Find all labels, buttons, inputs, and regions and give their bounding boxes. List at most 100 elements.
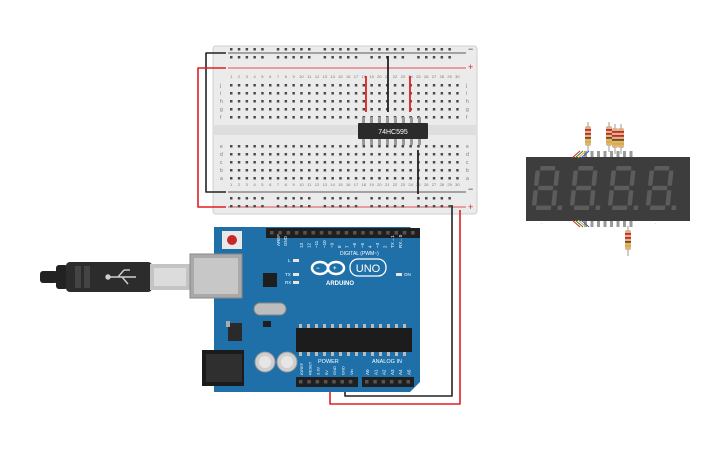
rail-hole[interactable] bbox=[230, 56, 233, 59]
breadboard-hole[interactable] bbox=[378, 177, 381, 180]
breadboard-hole[interactable] bbox=[315, 84, 319, 87]
rail-hole[interactable] bbox=[230, 197, 233, 200]
breadboard-hole[interactable] bbox=[245, 92, 249, 95]
breadboard-hole[interactable] bbox=[300, 92, 303, 95]
breadboard-hole[interactable] bbox=[401, 100, 405, 103]
breadboard-hole[interactable] bbox=[347, 153, 350, 156]
breadboard-hole[interactable] bbox=[456, 116, 459, 119]
breadboard-hole[interactable] bbox=[300, 100, 303, 103]
breadboard-hole[interactable] bbox=[347, 100, 350, 103]
rail-hole[interactable] bbox=[354, 205, 358, 208]
display-pin[interactable] bbox=[590, 221, 594, 227]
breadboard-hole[interactable] bbox=[284, 169, 288, 172]
breadboard-hole[interactable] bbox=[292, 116, 295, 119]
rail-hole[interactable] bbox=[339, 48, 342, 51]
breadboard-hole[interactable] bbox=[440, 145, 444, 148]
breadboard-hole[interactable] bbox=[261, 169, 264, 172]
breadboard-hole[interactable] bbox=[245, 108, 249, 111]
breadboard-hole[interactable] bbox=[448, 92, 451, 95]
breadboard-hole[interactable] bbox=[432, 92, 436, 95]
rail-hole[interactable] bbox=[284, 197, 288, 200]
rail-hole[interactable] bbox=[261, 205, 264, 208]
breadboard-hole[interactable] bbox=[237, 161, 241, 164]
breadboard-hole[interactable] bbox=[230, 92, 233, 95]
breadboard-hole[interactable] bbox=[354, 169, 358, 172]
breadboard-hole[interactable] bbox=[276, 177, 280, 180]
rail-hole[interactable] bbox=[237, 205, 241, 208]
breadboard-hole[interactable] bbox=[284, 177, 288, 180]
breadboard-hole[interactable] bbox=[362, 169, 366, 172]
rail-hole[interactable] bbox=[284, 205, 288, 208]
header-pin[interactable] bbox=[336, 231, 340, 235]
breadboard-hole[interactable] bbox=[448, 177, 451, 180]
breadboard-hole[interactable] bbox=[230, 161, 233, 164]
rail-hole[interactable] bbox=[347, 197, 350, 200]
breadboard-hole[interactable] bbox=[292, 169, 295, 172]
rail-hole[interactable] bbox=[354, 48, 358, 51]
display-pin[interactable] bbox=[616, 221, 620, 227]
rail-hole[interactable] bbox=[292, 205, 295, 208]
rail-hole[interactable] bbox=[425, 48, 428, 51]
display-pin[interactable] bbox=[610, 221, 613, 227]
breadboard-hole[interactable] bbox=[354, 161, 358, 164]
breadboard-hole[interactable] bbox=[448, 153, 451, 156]
breadboard-hole[interactable] bbox=[347, 116, 350, 119]
shift-register-chip[interactable]: 74HC595 bbox=[358, 117, 428, 145]
usb-cable[interactable] bbox=[40, 262, 190, 292]
rail-hole[interactable] bbox=[253, 205, 256, 208]
breadboard-hole[interactable] bbox=[331, 100, 334, 103]
breadboard-hole[interactable] bbox=[300, 145, 303, 148]
breadboard-hole[interactable] bbox=[331, 153, 334, 156]
breadboard-hole[interactable] bbox=[362, 84, 366, 87]
breadboard-hole[interactable] bbox=[401, 153, 405, 156]
rail-hole[interactable] bbox=[370, 205, 373, 208]
header-pin[interactable] bbox=[319, 231, 324, 235]
rail-hole[interactable] bbox=[261, 56, 264, 59]
breadboard-hole[interactable] bbox=[401, 161, 405, 164]
rail-hole[interactable] bbox=[245, 48, 249, 51]
breadboard-hole[interactable] bbox=[253, 153, 256, 156]
power-pin[interactable] bbox=[348, 380, 353, 384]
breadboard-hole[interactable] bbox=[354, 145, 358, 148]
rail-hole[interactable] bbox=[276, 48, 280, 51]
breadboard-hole[interactable] bbox=[370, 177, 373, 180]
header-pin[interactable] bbox=[361, 231, 365, 235]
breadboard-hole[interactable] bbox=[331, 177, 334, 180]
breadboard-hole[interactable] bbox=[370, 84, 373, 87]
rail-hole[interactable] bbox=[378, 197, 381, 200]
display-pin[interactable] bbox=[597, 151, 600, 157]
breadboard-hole[interactable] bbox=[440, 169, 444, 172]
breadboard-hole[interactable] bbox=[347, 84, 350, 87]
breadboard-hole[interactable] bbox=[370, 108, 373, 111]
rail-hole[interactable] bbox=[386, 205, 389, 208]
resistor[interactable] bbox=[618, 124, 624, 154]
rail-hole[interactable] bbox=[448, 56, 451, 59]
breadboard-hole[interactable] bbox=[315, 145, 319, 148]
rail-hole[interactable] bbox=[354, 56, 358, 59]
breadboard-hole[interactable] bbox=[237, 108, 241, 111]
breadboard-hole[interactable] bbox=[261, 100, 264, 103]
rail-hole[interactable] bbox=[425, 205, 428, 208]
rail-hole[interactable] bbox=[276, 205, 280, 208]
breadboard-hole[interactable] bbox=[276, 116, 280, 119]
breadboard-hole[interactable] bbox=[292, 177, 295, 180]
breadboard-hole[interactable] bbox=[308, 145, 311, 148]
breadboard-hole[interactable] bbox=[237, 116, 241, 119]
analog-pin[interactable] bbox=[389, 380, 394, 384]
resistor[interactable] bbox=[606, 122, 612, 152]
breadboard-hole[interactable] bbox=[370, 92, 373, 95]
power-pin[interactable] bbox=[323, 380, 328, 384]
breadboard-hole[interactable] bbox=[456, 177, 459, 180]
breadboard-hole[interactable] bbox=[315, 153, 319, 156]
breadboard-hole[interactable] bbox=[425, 108, 428, 111]
breadboard-hole[interactable] bbox=[292, 153, 295, 156]
breadboard-hole[interactable] bbox=[362, 92, 366, 95]
power-pin[interactable] bbox=[340, 380, 345, 384]
breadboard-hole[interactable] bbox=[323, 100, 327, 103]
rail-hole[interactable] bbox=[401, 48, 405, 51]
header-pin[interactable] bbox=[278, 231, 282, 235]
breadboard-hole[interactable] bbox=[292, 161, 295, 164]
breadboard-hole[interactable] bbox=[362, 108, 366, 111]
rail-hole[interactable] bbox=[253, 56, 256, 59]
